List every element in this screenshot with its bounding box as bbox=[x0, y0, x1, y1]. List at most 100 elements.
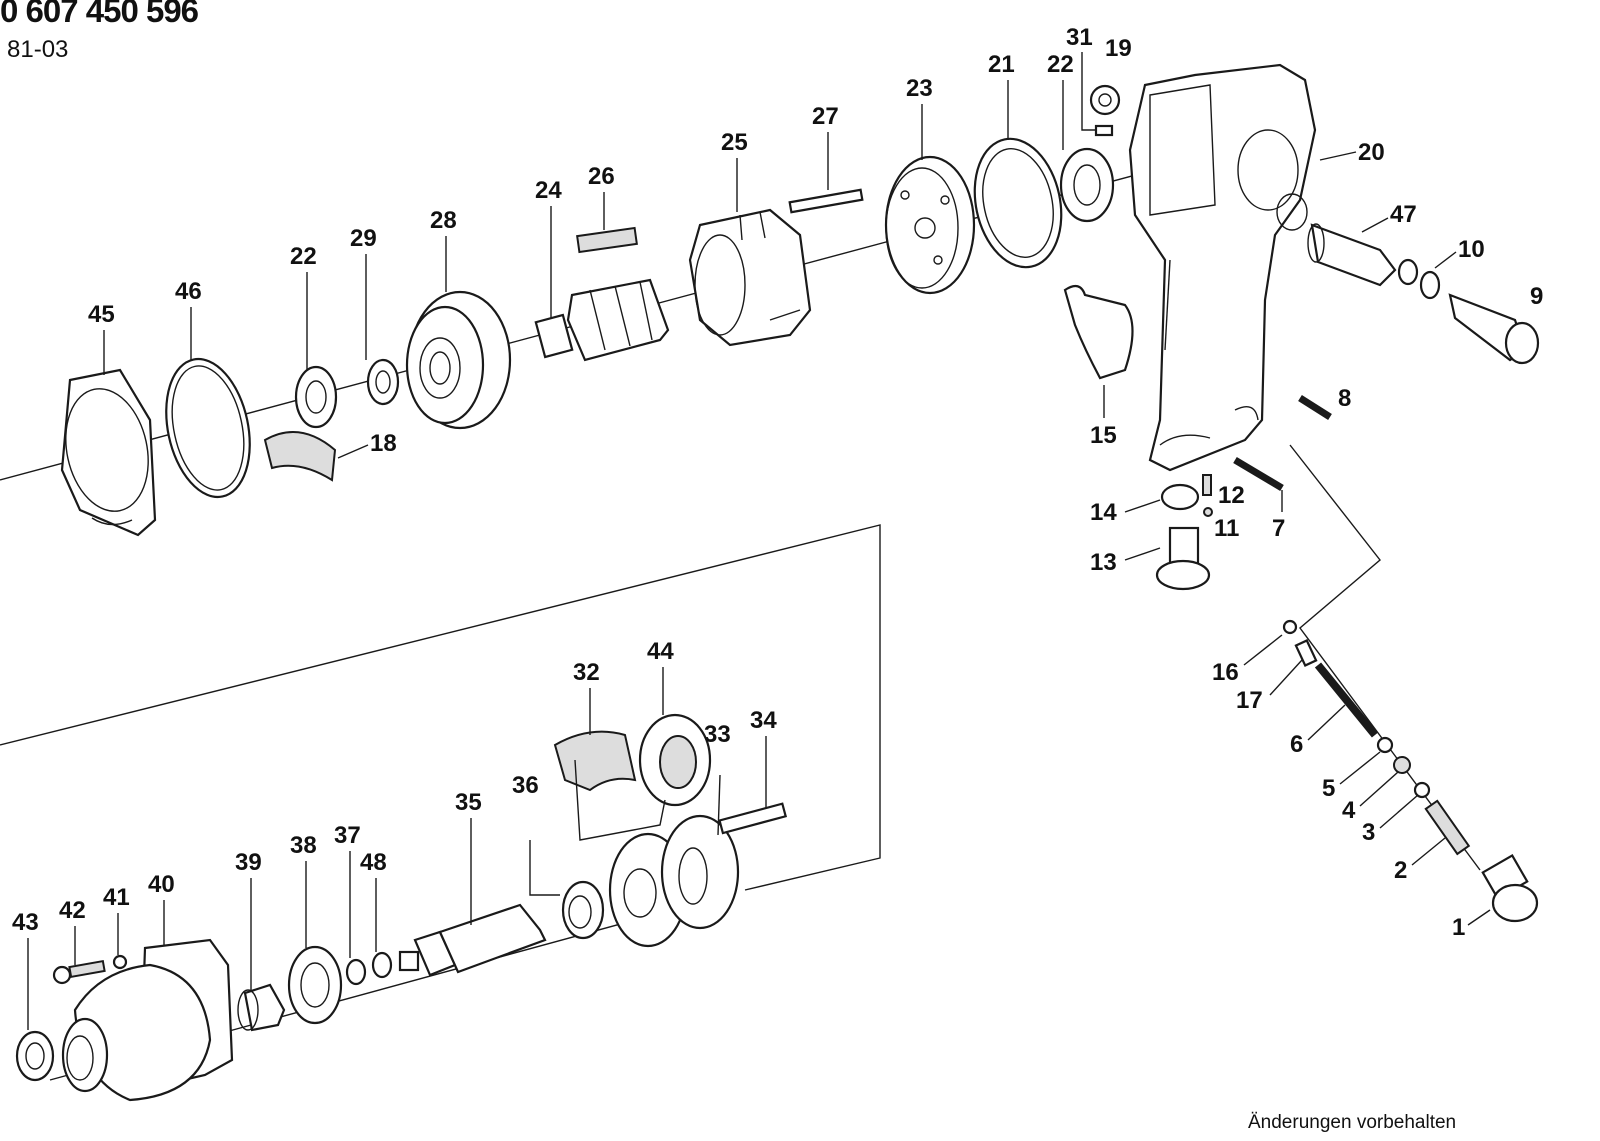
valve-assembly-axis bbox=[1289, 444, 1481, 871]
callout-labels: 1 2 3 4 5 6 7 8 9 10 11 12 13 14 15 bbox=[12, 24, 1543, 1030]
callout-43: 43 bbox=[12, 909, 39, 936]
spring-12 bbox=[1202, 474, 1212, 496]
date-code: 81-03 bbox=[7, 36, 69, 63]
callout-20: 20 bbox=[1358, 139, 1385, 166]
callout-29: 29 bbox=[350, 225, 377, 252]
segment-18 bbox=[263, 431, 337, 482]
ring-46 bbox=[165, 357, 251, 499]
callout-38: 38 bbox=[290, 832, 317, 859]
ring-10b bbox=[1419, 270, 1441, 300]
callout-13: 13 bbox=[1090, 549, 1117, 576]
ring-48 bbox=[371, 951, 393, 979]
callout-18: 18 bbox=[370, 430, 397, 457]
screw-19 bbox=[1089, 84, 1121, 116]
callout-21: 21 bbox=[988, 51, 1015, 78]
end-plate-23 bbox=[884, 155, 976, 295]
washer-38 bbox=[287, 945, 343, 1025]
footer-note: Änderungen vorbehalten bbox=[1248, 1112, 1457, 1133]
ring-10a bbox=[1397, 258, 1419, 286]
seal-4 bbox=[1393, 756, 1411, 774]
blade-26 bbox=[576, 226, 638, 254]
rod-6 bbox=[1314, 662, 1379, 738]
callout-17: 17 bbox=[1236, 687, 1263, 714]
callout-11: 11 bbox=[1214, 515, 1239, 542]
bearing-22-left bbox=[294, 365, 338, 429]
callout-5: 5 bbox=[1322, 775, 1335, 802]
callout-31: 31 bbox=[1066, 24, 1093, 51]
hammer-32 bbox=[553, 730, 637, 792]
housing-20 bbox=[1128, 63, 1317, 472]
bearing-22-right bbox=[1059, 147, 1115, 223]
callout-47: 47 bbox=[1390, 201, 1417, 228]
end-plate-28 bbox=[405, 290, 512, 430]
callout-28: 28 bbox=[430, 207, 457, 234]
callout-34: 34 bbox=[750, 707, 777, 734]
callout-35: 35 bbox=[455, 789, 482, 816]
pin-27 bbox=[788, 188, 864, 214]
plug-1 bbox=[1481, 854, 1539, 923]
callout-10: 10 bbox=[1458, 236, 1485, 263]
callout-4: 4 bbox=[1342, 797, 1356, 824]
ring-5 bbox=[1376, 736, 1394, 754]
callout-46: 46 bbox=[175, 278, 202, 305]
callout-9: 9 bbox=[1530, 283, 1543, 310]
bushing-39 bbox=[237, 983, 286, 1032]
callout-33: 33 bbox=[704, 721, 731, 748]
callout-32: 32 bbox=[573, 659, 600, 686]
callout-44: 44 bbox=[647, 638, 674, 665]
trigger-15 bbox=[1063, 284, 1134, 380]
sleeve-47 bbox=[1307, 223, 1397, 287]
ring-16 bbox=[1282, 619, 1298, 635]
spring-2 bbox=[1424, 799, 1471, 856]
callout-15: 15 bbox=[1090, 422, 1117, 449]
callout-7: 7 bbox=[1272, 515, 1285, 542]
washer-41 bbox=[112, 954, 128, 970]
callout-3: 3 bbox=[1362, 819, 1375, 846]
cylinder-25 bbox=[688, 208, 812, 347]
pin-31 bbox=[1094, 124, 1114, 137]
callout-16: 16 bbox=[1212, 659, 1239, 686]
ring-37 bbox=[345, 958, 367, 986]
gasket-45 bbox=[60, 368, 157, 537]
hammer-cage-33 bbox=[608, 814, 740, 948]
seal-17 bbox=[1294, 639, 1318, 667]
front-housing-40 bbox=[61, 938, 234, 1102]
rotor-24 bbox=[534, 278, 670, 362]
screw-42 bbox=[52, 959, 106, 985]
callout-8: 8 bbox=[1338, 385, 1351, 412]
callout-23: 23 bbox=[906, 75, 933, 102]
callout-36: 36 bbox=[512, 772, 539, 799]
callout-26: 26 bbox=[588, 163, 615, 190]
callout-39: 39 bbox=[235, 849, 262, 876]
part-number-title: 0 607 450 596 bbox=[0, 0, 199, 29]
callout-22-right: 22 bbox=[1047, 51, 1074, 78]
callout-40: 40 bbox=[148, 871, 175, 898]
anvil-35 bbox=[398, 903, 547, 977]
callout-1: 1 bbox=[1452, 914, 1465, 941]
callout-2: 2 bbox=[1394, 857, 1407, 884]
callout-12: 12 bbox=[1218, 482, 1245, 509]
lower-assembly-frame bbox=[0, 524, 881, 891]
callout-37: 37 bbox=[334, 822, 361, 849]
ring-43 bbox=[15, 1030, 55, 1082]
knob-13 bbox=[1155, 526, 1211, 591]
callout-45: 45 bbox=[88, 301, 115, 328]
callout-25: 25 bbox=[721, 129, 748, 156]
gear-44 bbox=[638, 713, 712, 807]
ball-11 bbox=[1203, 507, 1213, 517]
valve-9 bbox=[1448, 293, 1540, 365]
callout-48: 48 bbox=[360, 849, 387, 876]
callout-27: 27 bbox=[812, 103, 839, 130]
ring-3 bbox=[1413, 781, 1431, 799]
ring-plate-21 bbox=[973, 137, 1063, 269]
pin-34 bbox=[718, 802, 788, 835]
callout-6: 6 bbox=[1290, 731, 1303, 758]
ring-14 bbox=[1160, 483, 1200, 511]
callout-41: 41 bbox=[103, 884, 130, 911]
callout-14: 14 bbox=[1090, 499, 1117, 526]
callout-24: 24 bbox=[535, 177, 562, 204]
callout-42: 42 bbox=[59, 897, 86, 924]
bearing-29 bbox=[366, 358, 400, 406]
